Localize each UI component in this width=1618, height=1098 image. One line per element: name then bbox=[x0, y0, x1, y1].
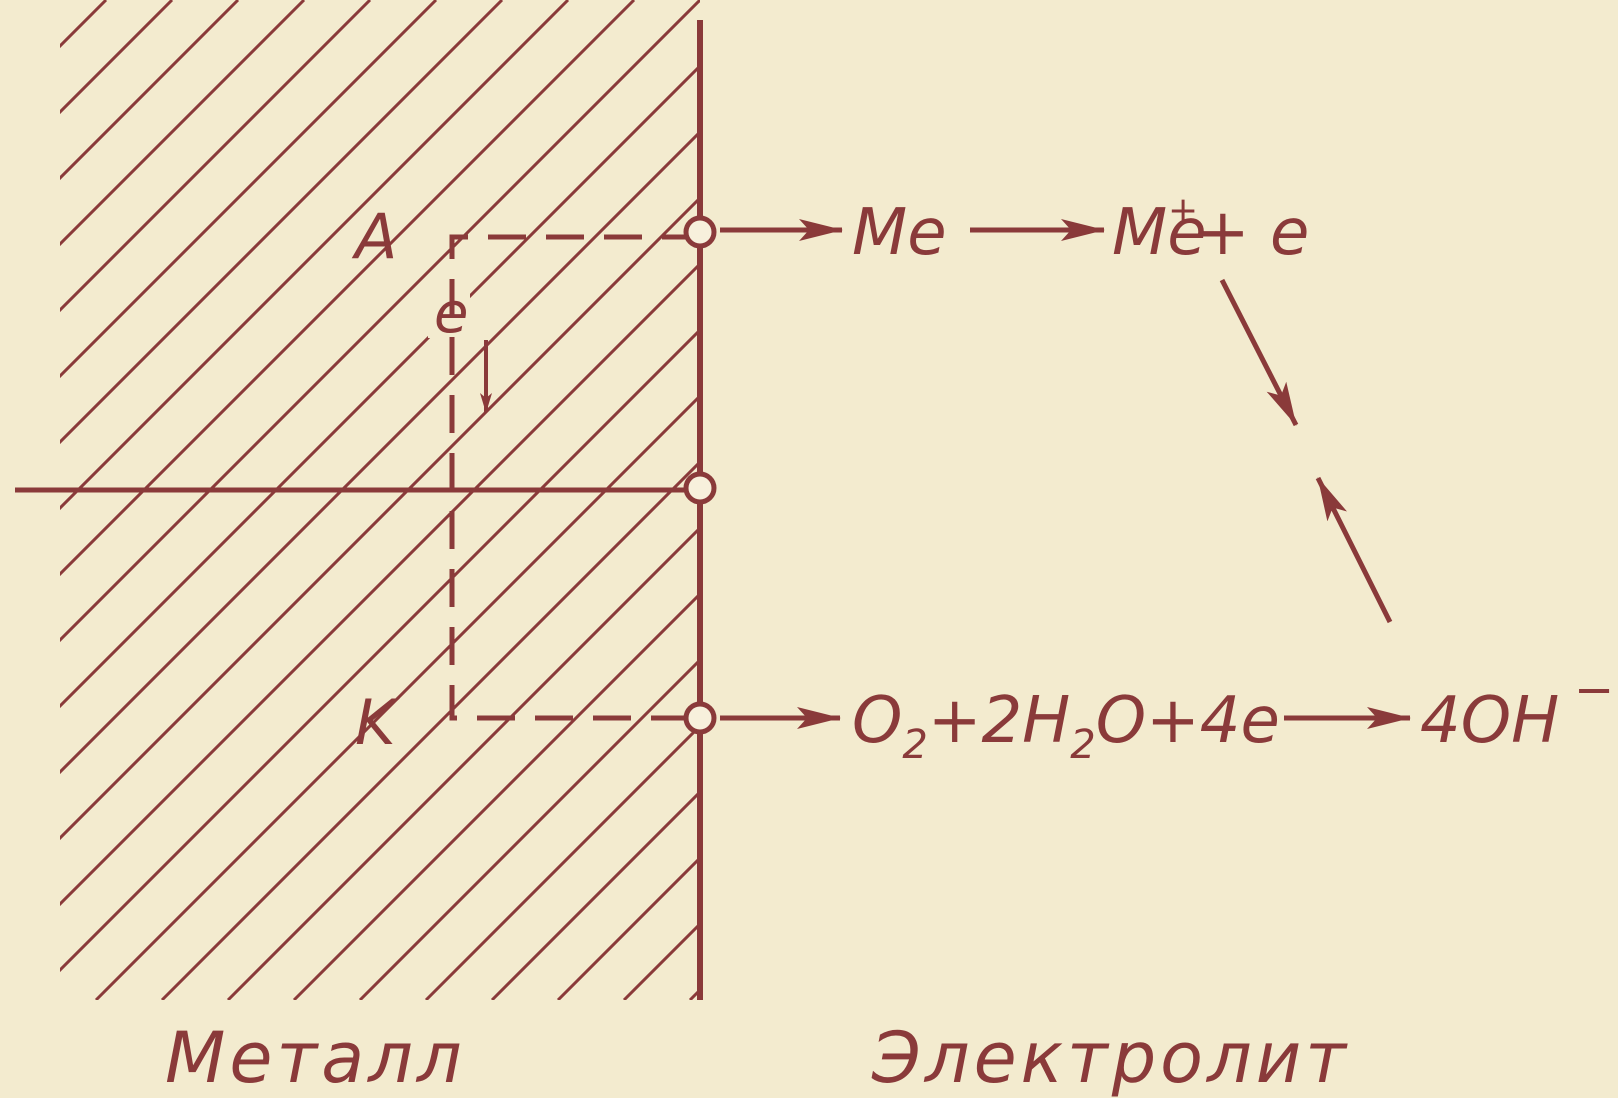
hatch-line bbox=[60, 0, 372, 313]
hatch-line bbox=[424, 723, 700, 1000]
center-node bbox=[683, 471, 717, 505]
hatch-line bbox=[60, 0, 636, 577]
cathode-label: K bbox=[355, 686, 400, 759]
hatch-line bbox=[358, 657, 700, 1000]
hydroxide-charge: − bbox=[1574, 662, 1614, 718]
electron-label: e bbox=[434, 281, 468, 346]
hatch-line bbox=[490, 789, 700, 1000]
hatch-line bbox=[60, 0, 240, 181]
hatch-line bbox=[688, 987, 700, 1000]
diagonal-arrow-up bbox=[1315, 476, 1393, 624]
electron-path bbox=[449, 234, 700, 721]
hatch-line bbox=[60, 0, 570, 511]
hatch-line bbox=[60, 261, 700, 907]
product-me-ion: Me bbox=[1112, 196, 1207, 270]
hatch-line bbox=[94, 393, 700, 1000]
hatch-line bbox=[160, 459, 700, 1000]
electrolyte-caption: Электролит bbox=[871, 1017, 1350, 1098]
hatch-line bbox=[756, 0, 1618, 1000]
cathode-node bbox=[683, 701, 717, 735]
electron-term: + e bbox=[1196, 196, 1309, 270]
label-gap bbox=[428, 278, 470, 338]
reactant-me: Me bbox=[852, 196, 947, 270]
diagonal-arrow-down bbox=[1219, 278, 1299, 427]
hatch-line bbox=[226, 525, 700, 1000]
hydroxide-product: 4OH bbox=[1420, 684, 1559, 758]
hatch-line bbox=[60, 129, 700, 775]
me-ion-charge: + bbox=[1168, 190, 1198, 231]
anode-label: A bbox=[351, 200, 397, 273]
anode-node bbox=[683, 215, 717, 249]
hatch-line bbox=[60, 0, 700, 643]
metal-hatching bbox=[0, 0, 1618, 1000]
hatch-line bbox=[622, 921, 700, 1000]
hatch-line bbox=[292, 591, 700, 1000]
metal-caption: Металл bbox=[165, 1017, 466, 1098]
hatch-line bbox=[60, 63, 700, 709]
hatch-line bbox=[60, 0, 504, 445]
cathodic-reaction: O2+2H2O+4e bbox=[852, 684, 1280, 768]
hatch-line bbox=[60, 0, 306, 247]
hatch-line bbox=[60, 0, 438, 379]
hatch-line bbox=[0, 0, 40, 1000]
hatch-line bbox=[60, 195, 700, 841]
hatch-line bbox=[60, 327, 700, 973]
